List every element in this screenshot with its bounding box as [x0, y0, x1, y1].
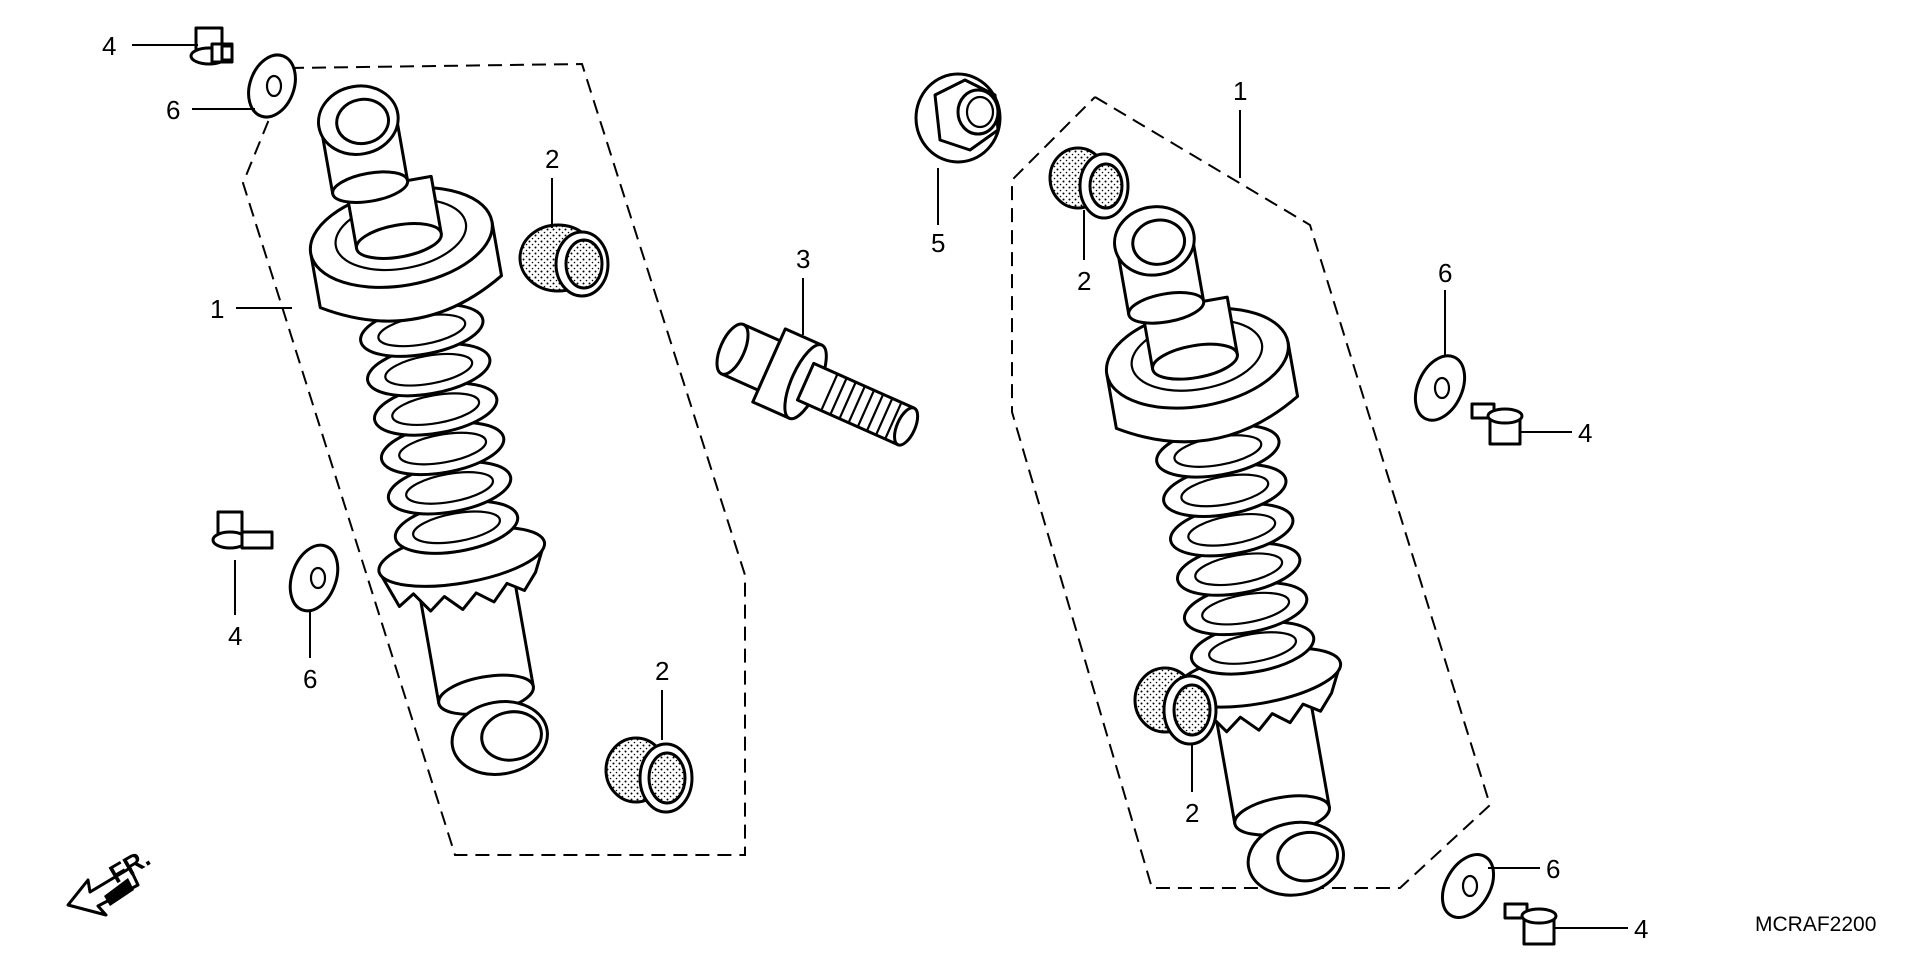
label-washer-right-lower: 6: [1546, 854, 1560, 884]
callout-labels: 4 6 2 3 1 4 6 2 1 5 2 6 4 2 6 4 FR. MCRA…: [102, 31, 1876, 944]
left-leaders: [132, 44, 804, 740]
right-shock-group: [914, 72, 1628, 946]
label-bushing-right-lower: 2: [1185, 798, 1199, 828]
diagram-code: MCRAF2200: [1755, 913, 1876, 936]
left-shock-group: [132, 26, 920, 856]
right-upper-flange-bolt: [1470, 402, 1524, 446]
label-flange-bolt-top-left: 4: [102, 31, 116, 61]
label-flange-bolt-right-upper: 4: [1578, 418, 1592, 448]
right-lower-flange-bolt: [1503, 902, 1558, 946]
label-bushing-left-lower: 2: [655, 656, 669, 686]
right-upper-washer: [1413, 354, 1467, 422]
right-lower-bushing: [1133, 666, 1218, 746]
right-upper-bushing: [1048, 146, 1130, 220]
label-flange-nut: 5: [931, 228, 945, 258]
label-washer-right-upper: 6: [1438, 258, 1452, 288]
front-direction-arrow: [66, 866, 140, 917]
label-stud-bolt: 3: [796, 244, 810, 274]
right-shock-absorber: [1104, 205, 1345, 897]
left-lower-bushing: [604, 736, 694, 814]
left-lower-flange-bolt: [211, 510, 274, 550]
label-washer-left-lower: 6: [303, 664, 317, 694]
left-lower-washer: [288, 543, 340, 613]
right-lower-washer: [1440, 853, 1496, 919]
left-assembly-outline: [241, 62, 746, 856]
left-upper-bushing: [518, 223, 610, 298]
left-shock-absorber: [308, 84, 549, 776]
right-leaders: [937, 110, 1628, 929]
label-bushing-right-upper: 2: [1077, 266, 1091, 296]
flange-nut: [914, 72, 1002, 164]
left-upper-flange-bolt: [189, 26, 234, 66]
label-flange-bolt-right-lower: 4: [1634, 914, 1648, 944]
label-washer-top-left: 6: [166, 95, 180, 125]
label-flange-bolt-left-lower: 4: [228, 621, 242, 651]
left-upper-washer: [247, 53, 297, 119]
stud-bolt: [715, 322, 920, 447]
label-shock-absorber-right: 1: [1233, 76, 1247, 106]
label-bushing-left-upper: 2: [545, 144, 559, 174]
label-shock-absorber-left: 1: [210, 294, 224, 324]
